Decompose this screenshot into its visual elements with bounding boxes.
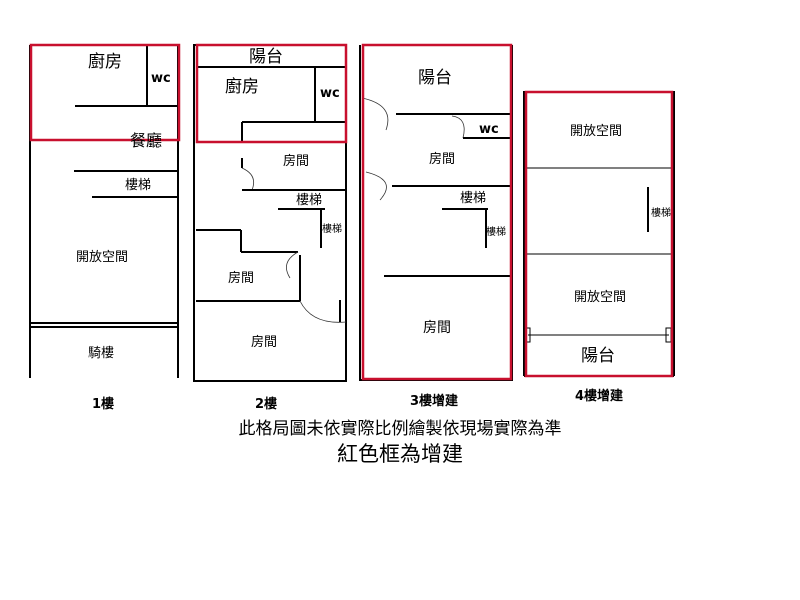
f3-wc-label: wc <box>479 122 499 137</box>
f4-balcony-label: 陽台 <box>581 346 615 366</box>
floor-3-plan: 陽台 wc 房間 樓梯 樓梯 房間 3樓增建 <box>359 43 513 409</box>
f1-stairs-label: 樓梯 <box>125 178 151 193</box>
f2-room-c-label: 房間 <box>251 334 277 350</box>
f1-open-space-label: 開放空間 <box>76 250 128 265</box>
f2-caption: 2樓 <box>255 396 277 412</box>
f1-arcade-label: 騎樓 <box>88 346 114 361</box>
f1-kitchen-label: 廚房 <box>88 51 122 72</box>
scale-disclaimer: 此格局圖未依實際比例繪製依現場實際為準 <box>238 419 562 439</box>
f1-wc-label: wc <box>151 71 171 86</box>
f2-stairs-label: 樓梯 <box>296 193 322 208</box>
f1-caption: 1樓 <box>92 396 114 412</box>
f2-stairs-side-label: 樓梯 <box>322 222 342 235</box>
f4-open-space-bottom-label: 開放空間 <box>574 290 626 305</box>
f2-balcony-label: 陽台 <box>249 47 283 67</box>
floor-1-plan: 廚房 wc 餐廳 樓梯 開放空間 騎樓 1樓 <box>29 43 181 412</box>
floor-4-plan: 開放空間 樓梯 開放空間 陽台 4樓增建 <box>523 90 675 404</box>
f1-dining-label: 餐廳 <box>130 131 162 150</box>
f3-room-a-label: 房間 <box>429 151 455 167</box>
f4-stairs-side-label: 樓梯 <box>651 206 671 219</box>
f4-open-space-top-label: 開放空間 <box>570 124 622 139</box>
f2-room-a-label: 房間 <box>283 153 309 169</box>
f3-stairs-side-label: 樓梯 <box>486 225 506 238</box>
floor-2-plan: 陽台 廚房 wc 房間 樓梯 樓梯 房間 房間 2樓 <box>193 43 348 412</box>
f2-kitchen-label: 廚房 <box>225 76 259 97</box>
red-frame-legend: 紅色框為增建 <box>337 442 463 466</box>
f2-room-b-label: 房間 <box>228 270 254 286</box>
f4-caption: 4樓增建 <box>575 388 623 404</box>
f3-stairs-label: 樓梯 <box>460 191 486 206</box>
f3-balcony-label: 陽台 <box>418 68 452 88</box>
f2-wc-label: wc <box>320 86 340 101</box>
f3-room-b-label: 房間 <box>423 320 451 336</box>
f3-caption: 3樓增建 <box>410 393 458 409</box>
